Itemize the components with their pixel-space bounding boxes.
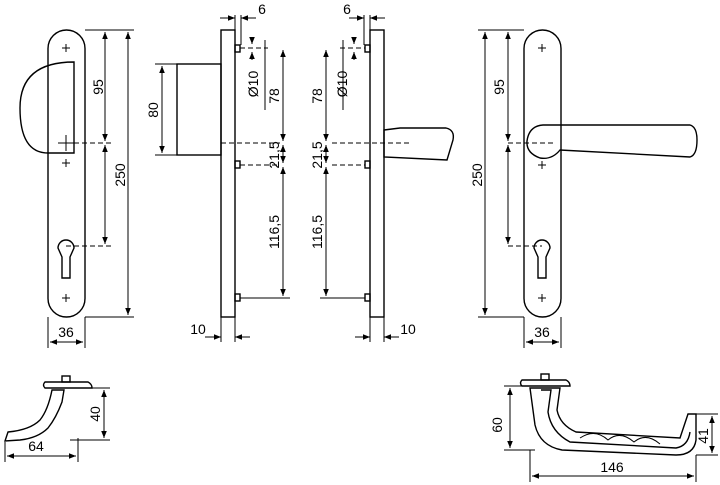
dim-10-side: 10 — [190, 321, 206, 337]
dim-36-right: 36 — [534, 324, 550, 340]
knob-rose-top — [42, 381, 93, 389]
knob-top-view: 40 64 — [4, 375, 110, 462]
dim-6-side: 6 — [258, 1, 266, 17]
lever-top-view: 60 41 146 — [489, 373, 718, 482]
dim-116-5-side: 116,5 — [266, 215, 282, 249]
dim-d10-side: Ø10 — [245, 71, 261, 98]
dim-41-lever: 41 — [695, 428, 711, 444]
dim-21-5-lever-side: 21,5 — [309, 141, 325, 168]
left-plate-outline — [47, 29, 86, 318]
dim-250-right: 250 — [469, 163, 485, 187]
dim-116-5-lever-side: 116,5 — [309, 215, 325, 249]
plate-side-outline — [220, 29, 236, 318]
cylinder-hole-icon — [57, 239, 75, 279]
dim-10-lever-side: 10 — [400, 321, 416, 337]
dim-250-left: 250 — [112, 163, 128, 187]
dim-64-knob: 64 — [28, 438, 44, 454]
dim-21-5-side: 21,5 — [266, 141, 282, 168]
lever-outline — [526, 124, 698, 160]
dim-d10-lever-side: Ø10 — [334, 71, 350, 98]
dim-40-knob: 40 — [87, 406, 103, 422]
dim-95-left: 95 — [90, 79, 106, 95]
dim-146-lever: 146 — [600, 459, 624, 475]
right-plate-outline — [523, 29, 562, 318]
lever-profile-outer — [529, 387, 697, 456]
rose-outline — [176, 63, 222, 156]
lever-side-view: 6 Ø10 78 21,5 116,5 10 — [309, 1, 455, 342]
dim-80-rose: 80 — [145, 102, 161, 118]
knob-profile — [4, 389, 65, 442]
dim-6-lever-side: 6 — [343, 1, 351, 17]
lever-stub-outline — [383, 127, 455, 161]
dim-78-side: 78 — [266, 88, 282, 104]
right-plate-front-view: 250 95 36 — [469, 29, 698, 348]
dim-78-lever-side: 78 — [309, 88, 325, 104]
screw-cross-icon — [62, 44, 70, 302]
dim-95-right: 95 — [491, 79, 507, 95]
knob-side-view: 80 6 Ø10 78 21,5 116,5 10 — [145, 1, 290, 342]
lever-plate-side-outline — [369, 29, 385, 318]
screw-cross-right-icon — [538, 44, 546, 302]
lever-profile-inner — [541, 389, 691, 449]
knob-outline — [19, 61, 75, 154]
lever-grip-waves — [579, 433, 661, 445]
dim-36-left: 36 — [58, 324, 74, 340]
left-plate-front-view: 95 250 36 — [19, 29, 134, 348]
dim-60-lever: 60 — [489, 417, 505, 433]
lever-rose-top — [519, 379, 571, 387]
cylinder-hole-right-icon — [533, 239, 551, 279]
